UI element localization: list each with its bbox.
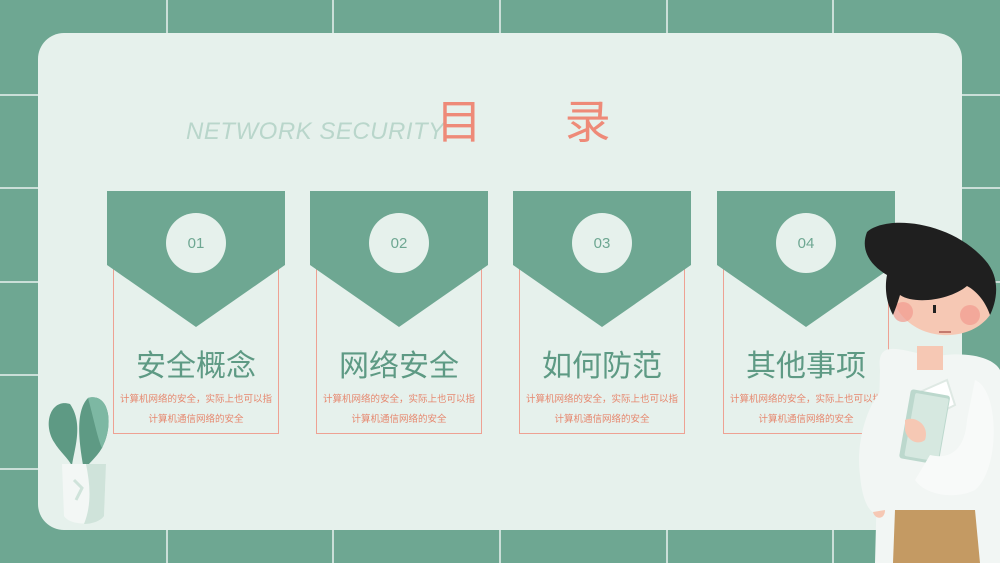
card-frame: [723, 231, 889, 434]
card-heading: 安全概念: [136, 349, 256, 384]
card-frame: [316, 231, 482, 434]
card-heading: 如何防范: [542, 349, 662, 384]
card-number: 02: [369, 213, 429, 273]
toc-card-2[interactable]: 02 网络安全 计算机网络的安全，实际上也可以指计算机通信网络的安全: [310, 191, 488, 436]
toc-card-4[interactable]: 04 其他事项 计算机网络的安全，实际上也可以指计算机通信网络的安全: [717, 191, 895, 436]
card-frame: [519, 231, 685, 434]
person-illustration: [859, 222, 1000, 563]
card-heading: 其他事项: [746, 349, 866, 384]
card-number: 04: [776, 213, 836, 273]
card-description: 计算机网络的安全，实际上也可以指计算机通信网络的安全: [322, 394, 475, 425]
subtitle: NETWORK SECURITY: [186, 118, 445, 145]
card-number: 03: [572, 213, 632, 273]
card-number: 01: [166, 213, 226, 273]
toc-card-1[interactable]: 01 安全概念 计算机网络的安全，实际上也可以指计算机通信网络的安全: [107, 191, 285, 436]
plant-illustration: [48, 397, 109, 524]
card-frame: [113, 231, 279, 434]
card-description: 计算机网络的安全，实际上也可以指计算机通信网络的安全: [525, 394, 678, 425]
card-heading: 网络安全: [339, 349, 459, 384]
toc-card-3[interactable]: 03 如何防范 计算机网络的安全，实际上也可以指计算机通信网络的安全: [513, 191, 691, 436]
card-description: 计算机网络的安全，实际上也可以指计算机通信网络的安全: [729, 394, 882, 425]
card-description: 计算机网络的安全，实际上也可以指计算机通信网络的安全: [119, 394, 272, 425]
page-title: 目 录: [436, 95, 645, 149]
